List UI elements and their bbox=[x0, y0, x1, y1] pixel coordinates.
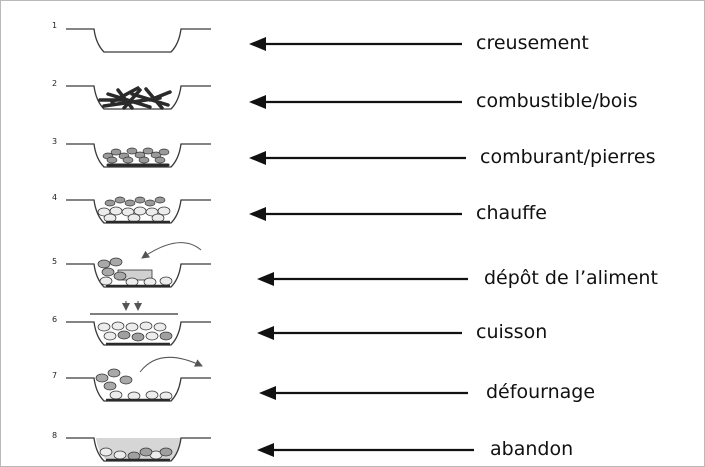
step-4-pit-heating bbox=[66, 197, 211, 223]
step-7-pit-unloading bbox=[66, 357, 211, 401]
step-8-number: 8 bbox=[52, 432, 57, 440]
step-6-number: 6 bbox=[52, 316, 57, 324]
step-1-label: creusement bbox=[476, 34, 589, 53]
step-1-pit bbox=[66, 29, 211, 52]
step-6-label: cuisson bbox=[476, 323, 547, 342]
step-1-number: 1 bbox=[52, 22, 57, 30]
step-3-pit-stones bbox=[66, 144, 211, 167]
step-3-number: 3 bbox=[52, 138, 57, 146]
step-5-label: dépôt de l’aliment bbox=[484, 269, 658, 288]
step-6-pit-cooking bbox=[66, 301, 211, 345]
step-8-pit-abandoned bbox=[66, 438, 211, 461]
step-2-pit-wood bbox=[66, 86, 211, 109]
step-5-pit-food bbox=[66, 243, 211, 287]
step-5-number: 5 bbox=[52, 258, 57, 266]
step-7-label: défournage bbox=[486, 383, 595, 402]
arrow-step-8 bbox=[257, 443, 474, 457]
arrow-step-7 bbox=[259, 386, 468, 400]
arrow-step-4 bbox=[249, 207, 462, 221]
step-2-number: 2 bbox=[52, 80, 57, 88]
arrow-step-2 bbox=[249, 95, 462, 109]
step-4-number: 4 bbox=[52, 194, 57, 202]
step-7-number: 7 bbox=[52, 372, 57, 380]
step-2-label: combustible/bois bbox=[476, 92, 638, 111]
arrow-step-5 bbox=[257, 272, 468, 286]
step-3-label: comburant/pierres bbox=[480, 148, 656, 167]
arrow-step-6 bbox=[257, 326, 462, 340]
arrow-step-1 bbox=[249, 37, 462, 51]
arrow-step-3 bbox=[249, 151, 466, 165]
step-8-label: abandon bbox=[490, 440, 573, 459]
step-4-label: chauffe bbox=[476, 204, 547, 223]
